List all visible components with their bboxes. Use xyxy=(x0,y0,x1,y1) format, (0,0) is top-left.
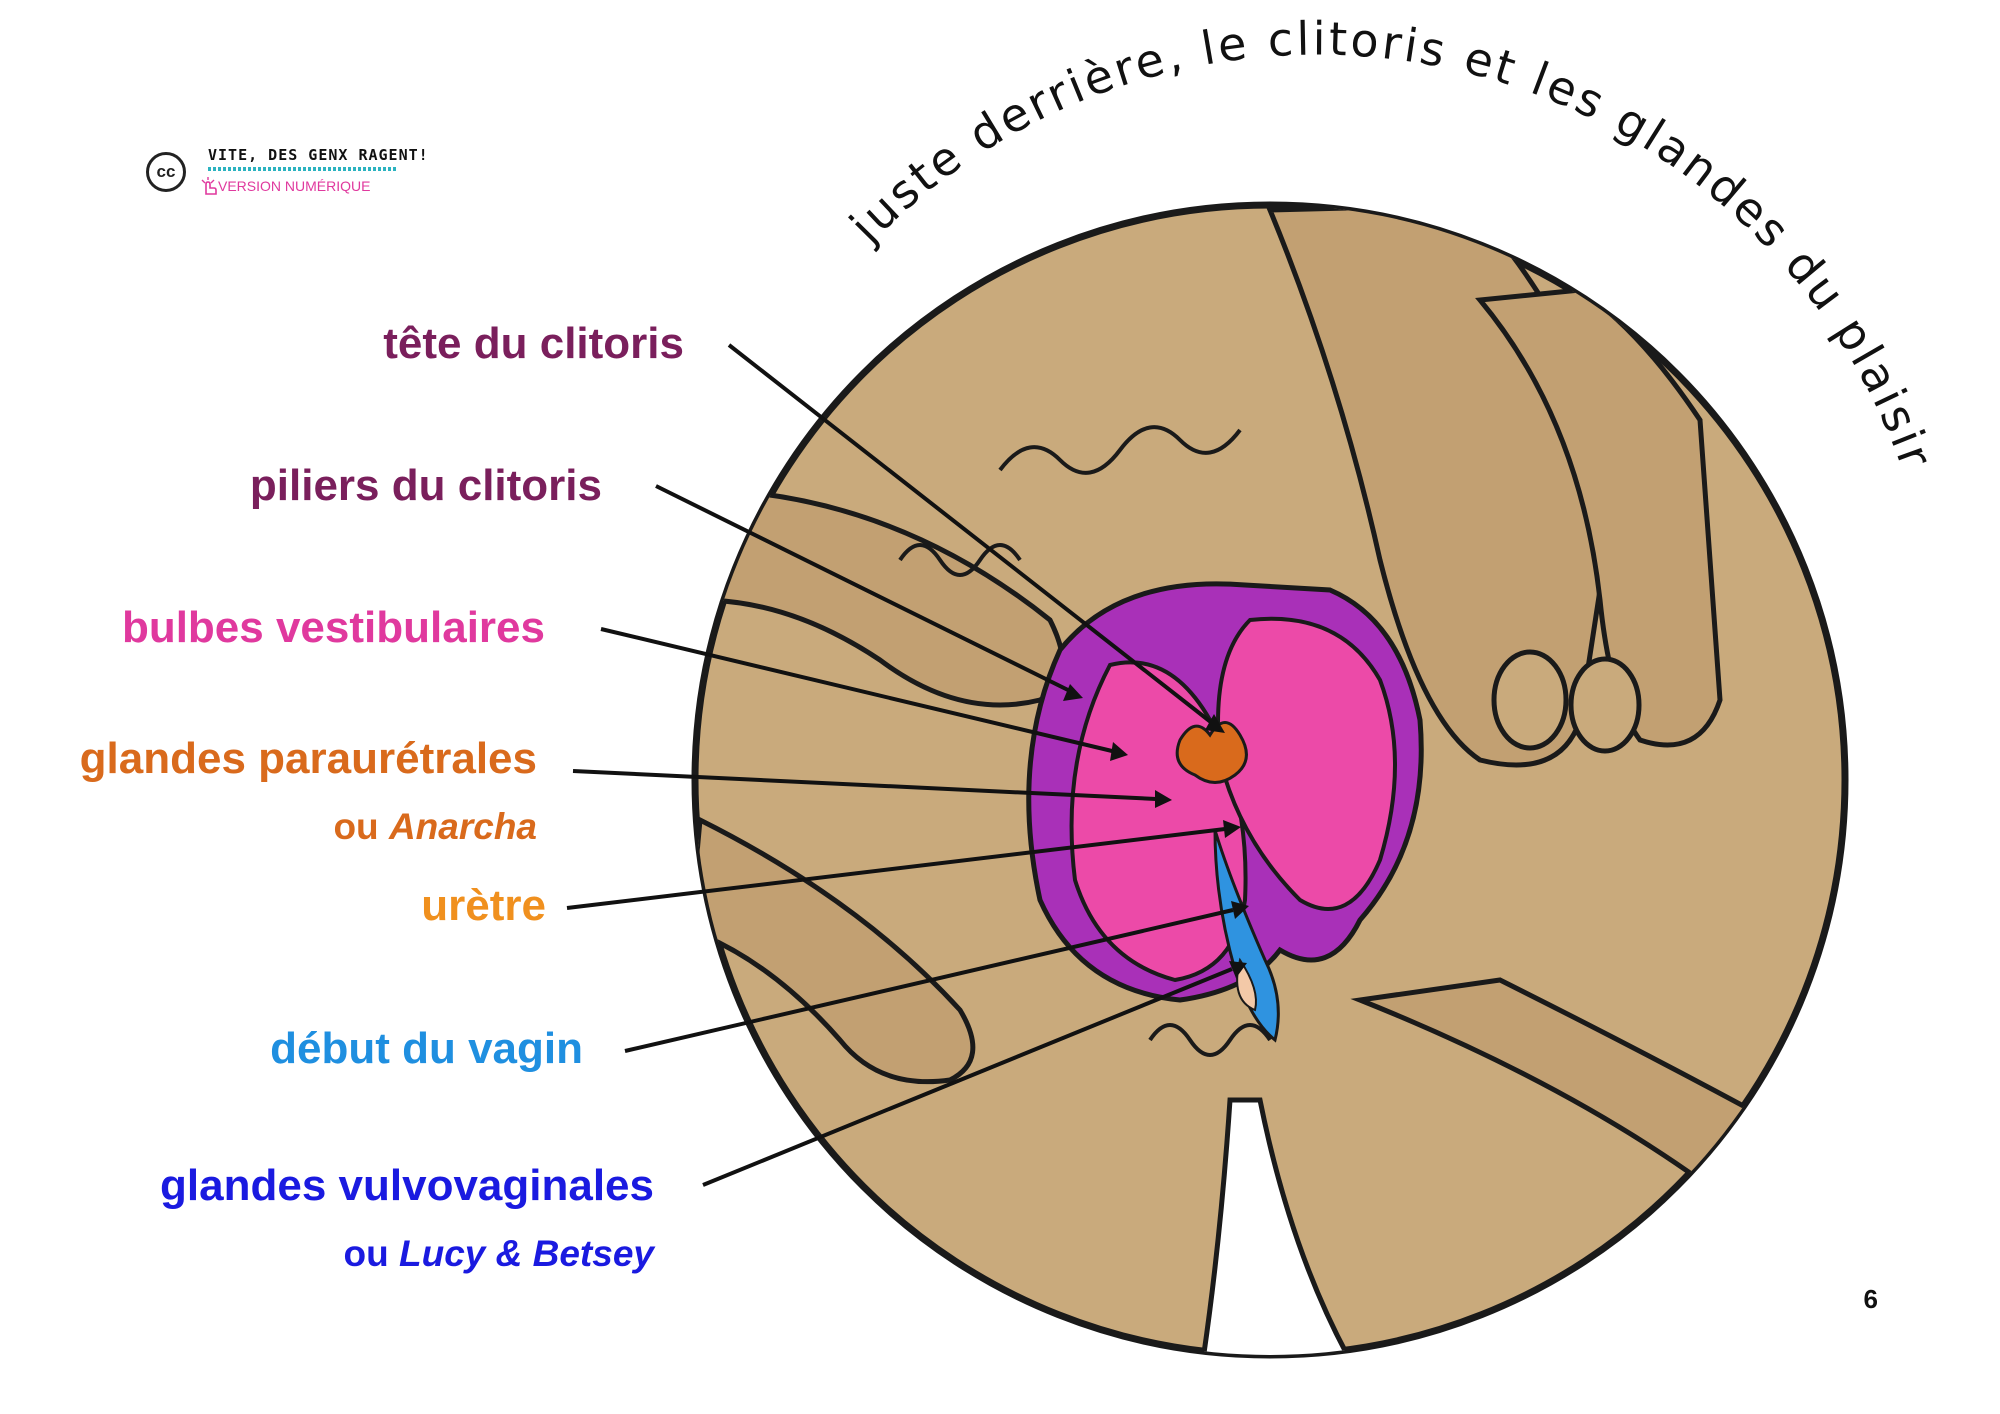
arrowhead-paraur xyxy=(1155,790,1172,808)
logo-divider xyxy=(208,167,398,171)
label-anarcha-prefix: ou xyxy=(333,806,389,847)
pointer-line-vulvo xyxy=(702,967,1233,1187)
page-number: 6 xyxy=(1863,1284,1878,1314)
label-uretre: urètre xyxy=(421,881,546,930)
pointer-line-uretre xyxy=(566,827,1226,910)
arrowhead-uretre xyxy=(1223,820,1241,838)
label-lucy-betsey-name: Lucy & Betsey xyxy=(399,1233,654,1274)
arrowhead-bulbes xyxy=(1110,742,1128,761)
label-anarcha-name: Anarcha xyxy=(388,806,537,847)
arrowhead-vagin xyxy=(1231,901,1249,919)
pointer-line-paraur xyxy=(572,769,1157,801)
vulva-drawing xyxy=(691,201,1849,1359)
label-glandes-parauretrales: glandes paraurétrales xyxy=(79,734,537,783)
pointer-line-tete xyxy=(727,343,1214,725)
label-lucy-betsey: ou Lucy & Betsey xyxy=(344,1235,654,1272)
arrowhead-tete xyxy=(1205,714,1225,733)
label-anarcha: ou Anarcha xyxy=(333,808,537,845)
label-bulbes-vestibulaires: bulbes vestibulaires xyxy=(121,603,545,652)
pointer-hand-icon xyxy=(201,177,217,195)
arrowhead-piliers xyxy=(1063,684,1083,701)
label-tete-du-clitoris: tête du clitoris xyxy=(383,319,684,368)
logo-subtitle: VERSION NUMÉRIQUE xyxy=(218,178,371,194)
pointer-arrowheads xyxy=(1063,684,1249,978)
label-piliers-du-clitoris: piliers du clitoris xyxy=(249,461,602,510)
arrowhead-vulvo xyxy=(1229,961,1247,978)
logo: cc VITE, DES GENX RAGENT! VERSION NUMÉRI… xyxy=(146,142,429,212)
label-debut-du-vagin: début du vagin xyxy=(270,1024,583,1073)
pointer-lines xyxy=(566,343,1234,1187)
pointer-line-piliers xyxy=(655,484,1069,692)
logo-title: VITE, DES GENX RAGENT! xyxy=(208,146,429,164)
label-glandes-vulvovaginales: glandes vulvovaginales xyxy=(160,1161,654,1210)
pointer-line-bulbes xyxy=(600,627,1113,753)
creative-commons-icon: cc xyxy=(146,152,186,192)
pointer-line-vagin xyxy=(624,908,1234,1053)
label-lucy-betsey-prefix: ou xyxy=(343,1233,399,1274)
